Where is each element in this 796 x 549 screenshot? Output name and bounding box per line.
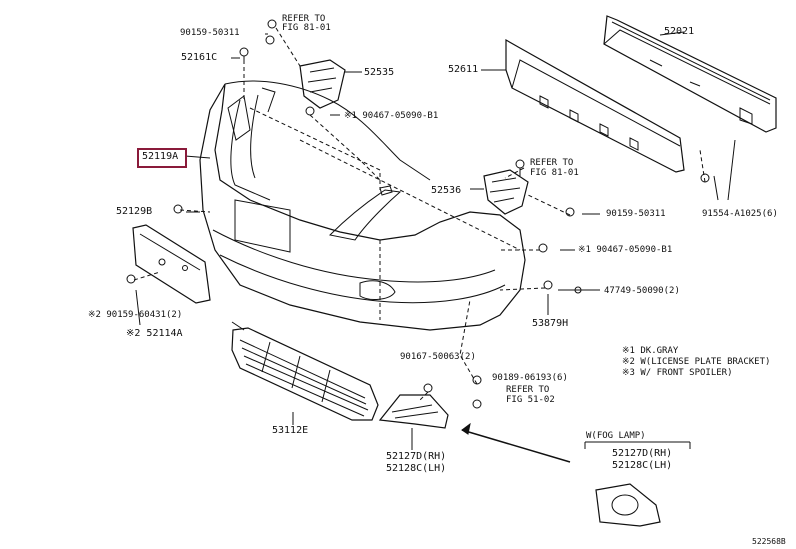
label-52119A[interactable]: 52119A (142, 151, 179, 162)
legend-2: ※2 W(LICENSE PLATE BRACKET) (622, 357, 771, 367)
label-52021[interactable]: 52021 (664, 26, 695, 37)
inset-arrow (461, 422, 691, 463)
leader-lines (133, 27, 706, 401)
label-refer-mid-1: REFER TO (530, 158, 574, 168)
label-52611[interactable]: 52611 (448, 64, 479, 75)
lower-grille-53112E[interactable] (231, 327, 379, 421)
label-90159-50311-top[interactable]: 90159-50311 (180, 28, 240, 38)
label-90167[interactable]: 90167-50063(2) (400, 352, 476, 362)
label-52161C[interactable]: 52161C (181, 52, 218, 63)
label-52127D-rh[interactable]: 52127D(RH) (386, 451, 447, 462)
label-90467-top[interactable]: ※1 90467-05090-B1 (344, 111, 439, 121)
fog-cover-inset[interactable] (595, 483, 661, 527)
highlight-box-52119A (137, 148, 187, 168)
label-47749[interactable]: 47749-50090(2) (604, 286, 680, 296)
label-53112E[interactable]: 53112E (272, 425, 309, 436)
label-52128C-lh[interactable]: 52128C(LH) (386, 463, 447, 474)
legend-3: ※3 W/ FRONT SPOILER) (622, 368, 733, 378)
label-refer-low-1: REFER TO (506, 385, 550, 395)
label-fog-title: W(FOG LAMP) (586, 431, 646, 441)
label-refer-top-2[interactable]: FIG 81-01 (282, 23, 331, 33)
bumper-retainer-52536[interactable] (483, 169, 529, 215)
legend-1: ※1 DK.GRAY (622, 346, 679, 356)
bumper-reinforcement-52021[interactable] (603, 15, 777, 133)
label-91554[interactable]: 91554-A1025(6) (702, 209, 778, 219)
label-52129B[interactable]: 52129B (116, 206, 153, 217)
fog-cover-52127D[interactable] (378, 394, 449, 429)
energy-absorber-52611[interactable] (505, 38, 685, 173)
license-plate-bracket-52114A[interactable] (132, 224, 211, 304)
label-90159-60431[interactable]: ※2 90159-60431(2) (88, 310, 183, 320)
bumper-cover-52119A[interactable] (199, 80, 526, 331)
bumper-retainer-52535[interactable] (299, 59, 346, 109)
label-fog-52127D[interactable]: 52127D(RH) (612, 448, 673, 459)
label-52535[interactable]: 52535 (364, 67, 395, 78)
label-90189[interactable]: 90189-06193(6) (492, 373, 568, 383)
solid-leaders (135, 31, 736, 450)
label-52114A[interactable]: ※2 52114A (126, 328, 183, 339)
diagram-id: 522568B (752, 537, 786, 546)
label-52536[interactable]: 52536 (431, 185, 462, 196)
label-fog-52128C[interactable]: 52128C(LH) (612, 460, 673, 471)
label-90467-mid[interactable]: ※1 90467-05090-B1 (578, 245, 673, 255)
label-90159-50311-mid[interactable]: 90159-50311 (606, 209, 666, 219)
label-refer-mid-2[interactable]: FIG 81-01 (530, 168, 579, 178)
label-refer-top-1: REFER TO (282, 14, 326, 24)
label-refer-low-2[interactable]: FIG 51-02 (506, 395, 555, 405)
label-53879H[interactable]: 53879H (532, 318, 569, 329)
